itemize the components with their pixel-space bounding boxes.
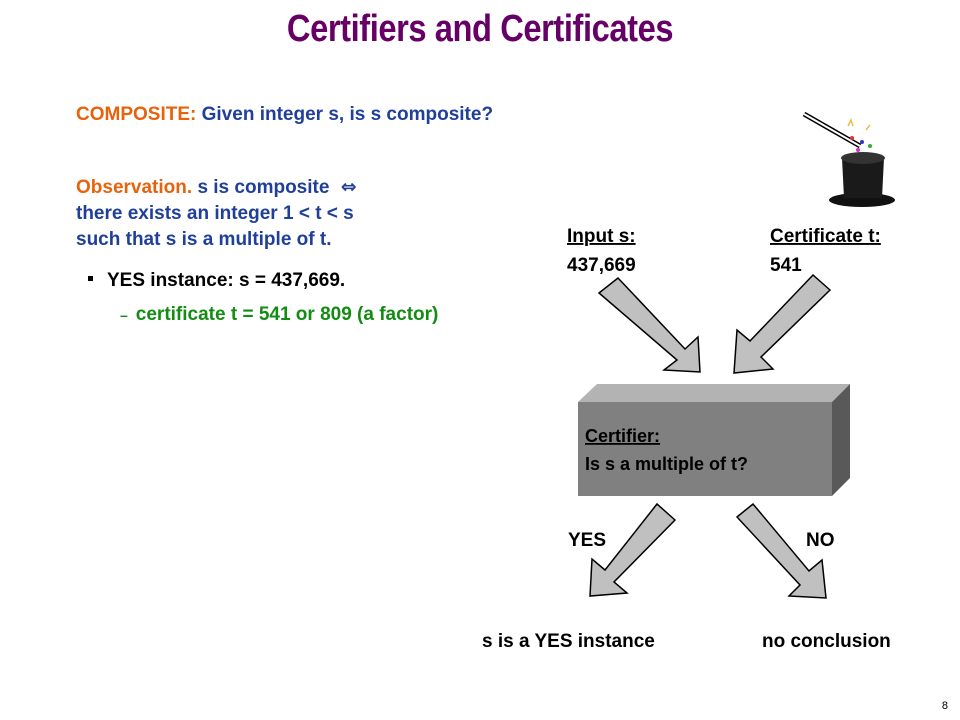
no-arrow — [735, 502, 827, 599]
composite-definition: COMPOSITE: Given integer s, is s composi… — [76, 102, 493, 128]
input-arrow-left — [597, 276, 701, 373]
yes-arrow — [589, 502, 677, 597]
yes-instance-text: YES instance: s = 437,669. — [107, 270, 346, 291]
input-value: 437,669 — [567, 255, 636, 276]
slide-title: Certifiers and Certificates — [286, 8, 674, 50]
no-label: NO — [806, 530, 835, 551]
certificate-value: 541 — [770, 255, 802, 276]
composite-text: Given integer s, is s composite? — [201, 104, 494, 125]
certificate-text: certificate t = 541 or 809 (a factor) — [135, 304, 439, 325]
yes-result: s is a YES instance — [482, 631, 655, 652]
certifier-box — [578, 384, 850, 496]
certificate-label: Certificate t: — [770, 226, 881, 247]
observation-line-3: such that s is a multiple of t. — [76, 229, 332, 250]
input-label: Input s: — [567, 226, 636, 247]
certifier-question: Is s a multiple of t? — [585, 454, 748, 474]
input-arrow-right — [733, 273, 832, 374]
dash-bullet: – — [120, 307, 128, 323]
yes-instance-bullet: YES instance: s = 437,669. — [88, 268, 345, 294]
certifier-label: Certifier: — [585, 426, 660, 446]
observation-label: Observation. — [76, 177, 193, 198]
square-bullet-icon — [88, 276, 93, 282]
observation-block: Observation. s is composite ⇔ there exis… — [76, 174, 536, 253]
certificate-sub-bullet: –certificate t = 541 or 809 (a factor) — [120, 302, 438, 328]
observation-line-1: Observation. s is composite ⇔ — [76, 174, 536, 201]
observation-text-1: s is composite — [197, 177, 330, 198]
iff-symbol: ⇔ — [340, 176, 357, 198]
composite-label: COMPOSITE: — [76, 104, 197, 125]
observation-line-2: there exists an integer 1 < t < s — [76, 203, 354, 224]
no-result: no conclusion — [762, 631, 891, 652]
page-number: 8 — [941, 700, 948, 712]
magic-hat-icon — [802, 111, 895, 207]
yes-label: YES — [568, 530, 606, 551]
